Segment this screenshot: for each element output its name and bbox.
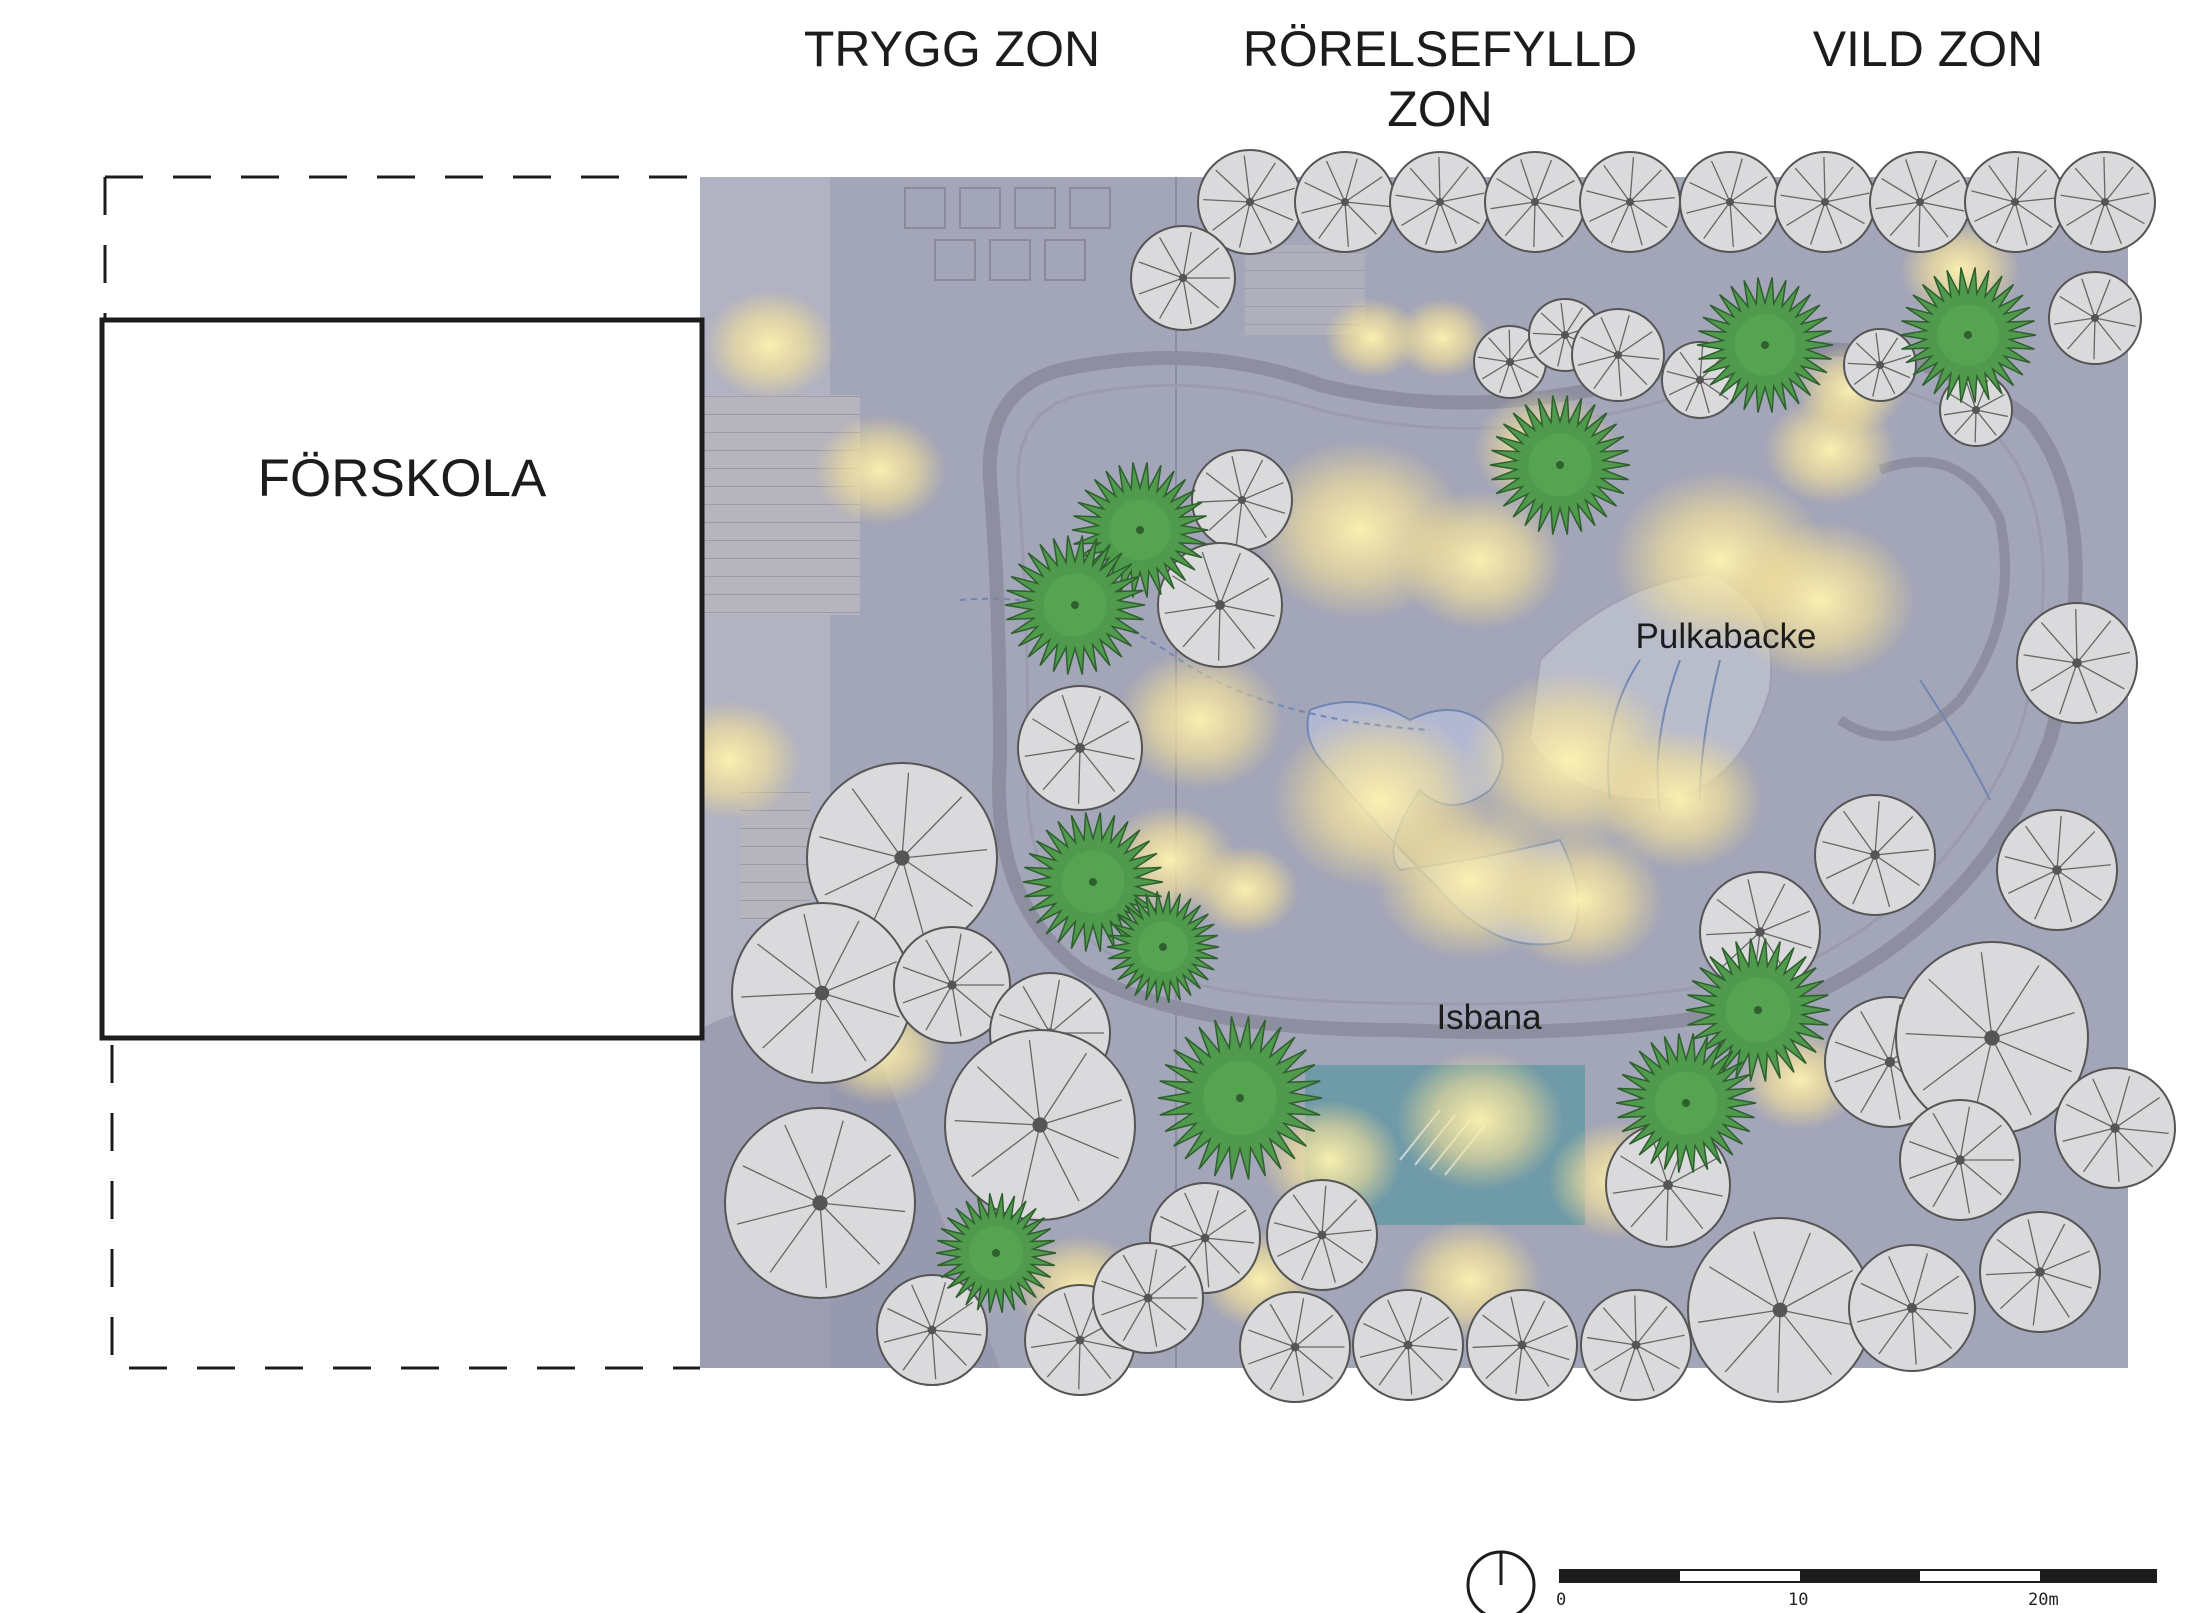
deciduous-tree-icon [1679,151,1781,253]
deciduous-tree-icon [1848,1244,1976,1372]
deciduous-tree-icon [1239,1291,1351,1403]
deciduous-tree-icon [1571,308,1665,402]
deciduous-tree-icon [1484,151,1586,253]
light-glow-icon [1396,490,1564,630]
conifer-tree-icon [1022,812,1164,952]
conifer-tree-icon [1489,395,1631,535]
deciduous-tree-icon [1157,542,1283,668]
zone-label-rorelsefylld-2: ZON [1387,81,1493,137]
deciduous-tree-icon [1466,1289,1578,1401]
deciduous-tree-icon [1389,151,1491,253]
deciduous-tree-icon [893,926,1011,1044]
deciduous-tree-icon [1580,1289,1692,1401]
loop-path [982,341,2083,1039]
deciduous-tree-icon [1964,151,2066,253]
zone-label-rorelsefylld-1: RÖRELSEFYLLD [1243,21,1638,77]
deciduous-tree-icon [1266,1179,1378,1291]
deciduous-tree-icon [1017,685,1143,811]
conifer-tree-icon [1696,277,1834,413]
deciduous-tree-icon [1130,225,1236,331]
conifer-tree-icon [1899,267,2037,403]
conifer-tree-icon [1615,1033,1757,1173]
conifer-tree-icon [1685,938,1831,1082]
light-glow-icon [1394,298,1490,378]
building-label: FÖRSKOLA [258,449,547,508]
deciduous-tree-icon [876,1274,988,1386]
deciduous-tree-icon [1899,1099,2021,1221]
deciduous-tree-icon [1979,1211,2101,1333]
scale-tick-0: 0 [1556,1590,1566,1610]
deciduous-tree-icon [724,1107,916,1299]
zone-label-vild: VILD ZON [1813,21,2044,77]
conifer-tree-icon [935,1193,1057,1313]
light-glow-icon [1191,845,1299,935]
deciduous-tree-icon [1869,151,1971,253]
deciduous-tree-icon [1092,1242,1204,1354]
conifer-tree-icon [1157,1016,1323,1180]
light-glow-icon [814,415,946,525]
light-glow-icon [1324,298,1420,378]
planting-beds [904,187,1111,281]
conifer-layer [935,267,2037,1313]
deciduous-tree-icon [1191,449,1293,551]
deciduous-tree-icon [1774,151,1876,253]
deciduous-tree-icon [1579,151,1681,253]
deciduous-tree-icon [2054,151,2156,253]
scale-tick-20m: 20m [2028,1590,2059,1610]
scale-bar [1559,1569,2157,1583]
conifer-tree-icon [1106,891,1220,1003]
light-glow-icon [1396,1050,1564,1190]
light-glow-icon [1496,830,1664,970]
deciduous-tree-icon [731,902,913,1084]
deciduous-tree-icon [1687,1217,1873,1403]
light-glow-icon [1116,650,1284,790]
light-glow-icon [1724,520,1916,680]
deciduous-tree-icon [2048,271,2142,365]
lot-boundary-dashed [103,175,700,1370]
deciduous-tree-icon [944,1029,1136,1221]
deciduous-tree-icon [1294,151,1396,253]
scale-tick-10: 10 [1788,1590,1808,1610]
zone-label-trygg: TRYGG ZON [804,21,1100,77]
deciduous-tree-icon [1843,328,1917,402]
place-label-isbana: Isbana [1436,998,1542,1037]
place-label-pulkabacke: Pulkabacke [1636,617,1817,656]
north-arrow-icon [1466,1550,1536,1613]
light-glow-icon [704,290,836,400]
deciduous-tree-icon [2016,602,2138,724]
tree-layer [724,149,2176,1403]
deciduous-tree-icon [2054,1067,2176,1189]
conifer-tree-icon [1004,535,1146,675]
conifer-tree-icon [1071,462,1209,598]
deciduous-tree-icon [1473,325,1547,399]
building-forskola [99,317,705,1041]
deciduous-tree-icon [1895,941,2089,1135]
deciduous-tree-icon [1352,1289,1464,1401]
deciduous-tree-icon [1996,809,2118,931]
light-glow-icon [1596,730,1764,870]
deciduous-tree-icon [1814,794,1936,916]
wild-loop-path [1837,456,2010,741]
